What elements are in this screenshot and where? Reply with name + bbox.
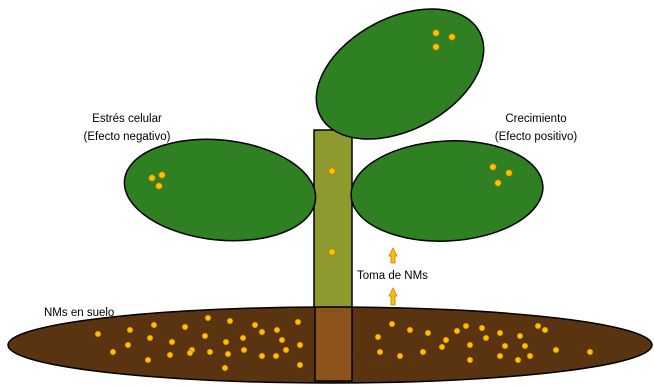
nanoparticle xyxy=(553,347,559,353)
nanoparticle xyxy=(497,330,503,336)
nanoparticle xyxy=(433,30,439,36)
nanoparticle xyxy=(169,339,175,345)
nanoparticle xyxy=(449,34,455,40)
nanoparticle xyxy=(467,357,473,363)
nanoparticle xyxy=(225,351,231,357)
nanoparticle xyxy=(110,349,116,355)
nanoparticle xyxy=(125,342,131,348)
nanoparticle xyxy=(375,334,381,340)
nanoparticle xyxy=(259,353,265,359)
nanoparticle xyxy=(495,180,501,186)
nanoparticle xyxy=(297,342,303,348)
uptake-label: Toma de NMs xyxy=(357,270,428,282)
nanoparticle xyxy=(145,357,151,363)
nanoparticle xyxy=(443,337,449,343)
nanoparticle xyxy=(425,330,431,336)
nanoparticle xyxy=(497,353,503,359)
nanoparticle xyxy=(187,350,193,356)
nanoparticle xyxy=(502,343,508,349)
nanoparticle xyxy=(95,331,101,337)
nanoparticle xyxy=(535,323,541,329)
right-effect-label-line2: (Efecto positivo) xyxy=(495,131,578,143)
nanoparticle xyxy=(167,352,173,358)
nanoparticle xyxy=(295,319,301,325)
nanoparticle xyxy=(205,315,211,321)
right-effect-label-line1: Crecimiento xyxy=(505,113,566,125)
nanoparticle xyxy=(467,342,473,348)
nanoparticle xyxy=(156,183,162,189)
nanoparticle xyxy=(407,327,413,333)
nanoparticle xyxy=(149,175,155,181)
nanoparticle xyxy=(397,353,403,359)
nanoparticle xyxy=(297,362,303,368)
nanoparticle xyxy=(587,349,593,355)
nanoparticle xyxy=(274,327,280,333)
nanoparticle xyxy=(182,324,188,330)
nanoparticle xyxy=(283,347,289,353)
nanoparticle xyxy=(279,337,285,343)
nanoparticle xyxy=(483,335,489,341)
nanoparticle xyxy=(479,325,485,331)
stem xyxy=(314,130,352,307)
left-effect-label-line2: (Efecto negativo) xyxy=(84,131,171,143)
nanoparticle xyxy=(542,327,548,333)
nanoparticle xyxy=(527,353,533,359)
nanoparticle xyxy=(517,333,523,339)
nanoparticle xyxy=(522,343,528,349)
nanoparticle xyxy=(151,322,157,328)
nanoparticle xyxy=(377,349,383,355)
uptake-arrow-lower xyxy=(389,288,397,305)
nanoparticle xyxy=(454,328,460,334)
nanoparticle xyxy=(240,335,246,341)
right-leaf xyxy=(349,136,546,246)
nanoparticle xyxy=(252,322,258,328)
nanoparticle xyxy=(202,333,208,339)
root-section xyxy=(315,307,352,381)
nanoparticle xyxy=(515,357,521,363)
nanoparticle xyxy=(259,329,265,335)
nanoparticle xyxy=(329,249,335,255)
left-effect-label-line1: Estrés celular xyxy=(92,113,162,125)
nanoparticle xyxy=(147,335,153,341)
nanoparticle xyxy=(222,365,228,371)
nanoparticle xyxy=(463,323,469,329)
nanoparticle xyxy=(227,318,233,324)
nanoparticle xyxy=(127,327,133,333)
nanoparticle xyxy=(241,347,247,353)
nanoparticle xyxy=(389,321,395,327)
nanoparticle xyxy=(207,349,213,355)
soil-label: NMs en suelo xyxy=(44,307,114,319)
nanoparticle xyxy=(490,164,496,170)
left-leaf xyxy=(119,130,320,250)
nanoparticle xyxy=(433,44,439,50)
nanoparticle xyxy=(223,339,229,345)
nanoparticle xyxy=(159,172,165,178)
nanoparticle xyxy=(273,353,279,359)
uptake-arrow-upper xyxy=(389,248,397,263)
nanoparticle xyxy=(439,344,445,350)
nanoparticle xyxy=(420,349,426,355)
nanoparticle xyxy=(506,170,512,176)
nanoparticle xyxy=(329,168,335,174)
